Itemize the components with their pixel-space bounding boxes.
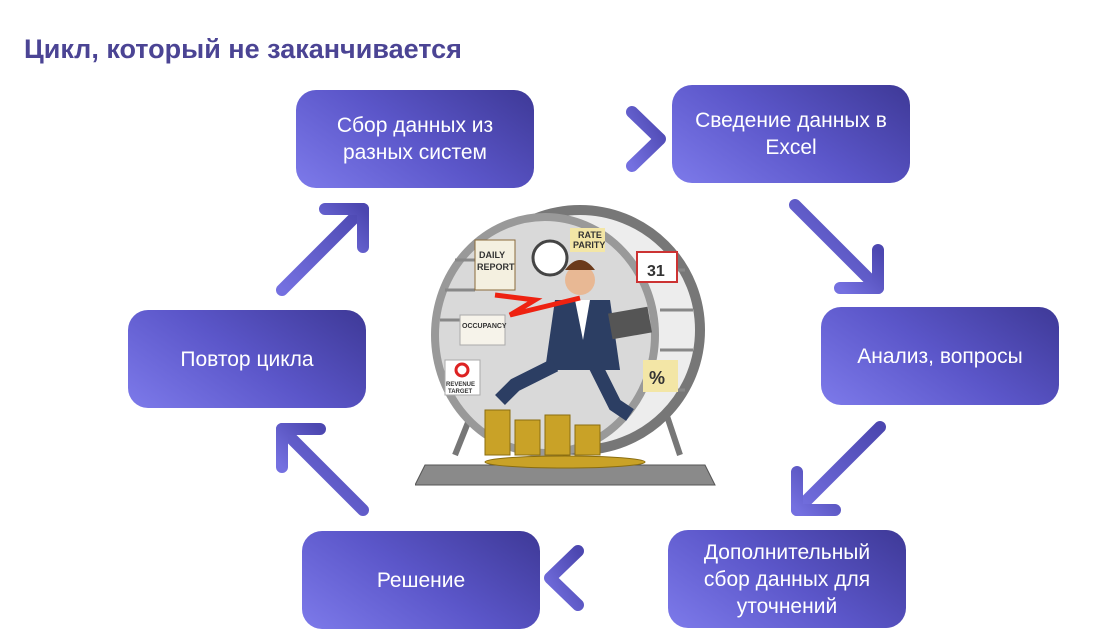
arrow-left-icon: [544, 545, 668, 611]
step-data-collection: Сбор данных из разных систем: [296, 90, 534, 188]
step-additional-collection: Дополнительный сбор данных для уточнений: [668, 530, 906, 628]
arrow-up-right-icon: [276, 203, 369, 296]
percent-label: %: [649, 368, 665, 388]
hamster-wheel-illustration: DAILY REPORT RATE PARITY 31 OCCUPANCY RE…: [415, 205, 716, 486]
revenue-target-label: REVENUE: [446, 382, 475, 388]
arrow-down-right-icon: [789, 199, 884, 294]
arrow-up-left-icon: [276, 423, 369, 516]
step-repeat-cycle: Повтор цикла: [128, 310, 366, 408]
step-excel-consolidation: Сведение данных в Excel: [672, 85, 910, 183]
rate-parity-label-2: PARITY: [573, 240, 605, 250]
rate-parity-label: RATE: [578, 230, 602, 240]
page-title: Цикл, который не заканчивается: [24, 34, 462, 64]
step-decision: Решение: [302, 531, 540, 629]
revenue-target-label-2: TARGET: [448, 389, 473, 395]
daily-report-label: DAILY: [479, 250, 505, 260]
calendar-label: 31: [647, 263, 665, 280]
arrow-down-left-icon: [791, 421, 886, 516]
daily-report-label-2: REPORT: [477, 262, 515, 272]
arrow-right-icon: [540, 106, 666, 172]
step-analysis: Анализ, вопросы: [821, 307, 1059, 405]
occupancy-label: OCCUPANCY: [462, 323, 507, 330]
